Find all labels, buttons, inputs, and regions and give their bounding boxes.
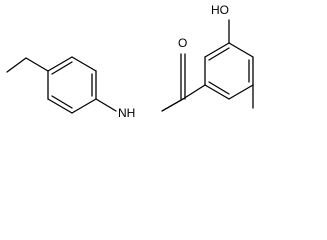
ring2-bond-6 [204,84,230,100]
ring2-double-a [208,47,230,61]
bonds [6,19,254,114]
ring1-double-c [51,95,73,109]
bond-n-carbonyl [161,98,184,112]
chemical-structure: HO O NH [6,3,254,120]
bond-ethyl-ch3 [6,57,27,73]
ring2-double-c [208,81,230,95]
bond-ring-n [95,98,117,112]
carbonyl-oxygen-label: O [178,36,187,50]
bond-carbonyl-ring2 [182,84,206,100]
ring1-bond-5 [47,98,73,114]
ring2-bond-5 [228,84,254,100]
ring1-bond-1 [47,56,73,72]
ring1-double-a [51,61,73,75]
hydroxyl-label: HO [211,3,229,17]
ring2-bond-2 [204,42,230,58]
amide-nitrogen-label: NH [118,106,135,120]
ring1-bond-2 [71,56,97,72]
bond-ethyl-ch2 [25,57,49,72]
ring1-bond-4 [71,98,97,114]
ring2-bond-3 [228,42,254,58]
atom-labels: HO O NH [118,3,229,120]
